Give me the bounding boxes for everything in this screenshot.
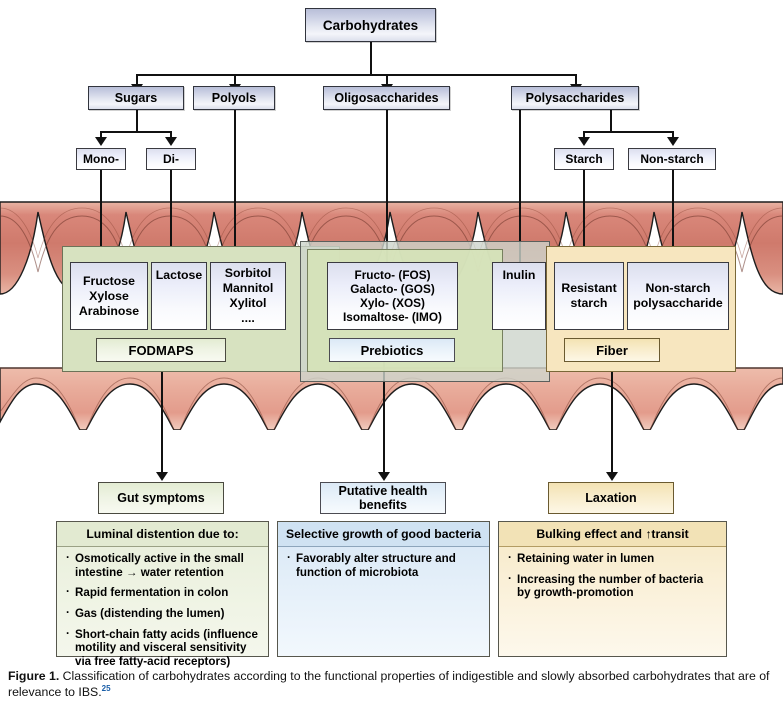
node-di[interactable]: Di- xyxy=(146,148,196,170)
connector-polysacch-bus xyxy=(583,131,673,133)
box-inulin[interactable]: Inulin xyxy=(492,262,546,330)
node-starch[interactable]: Starch xyxy=(554,148,614,170)
connector-starch-down xyxy=(583,170,585,262)
card-laxation-body: Retaining water in lumen Increasing the … xyxy=(499,547,726,611)
list-item: Retaining water in lumen xyxy=(508,551,719,566)
arrowhead-mono xyxy=(95,137,107,146)
connector-polysacch-stem xyxy=(610,110,612,131)
connector-mono-down xyxy=(100,170,102,262)
box-lactose-label: Lactose xyxy=(155,268,203,282)
connector-inulin-down xyxy=(519,110,521,262)
box-oligosaccharide-types-label: Fructo- (FOS) Galacto- (GOS) Xylo- (XOS)… xyxy=(343,267,442,325)
card-putative-health-benefits: Selective growth of good bacteria Favora… xyxy=(277,521,490,657)
node-oligosaccharides-label: Oligosaccharides xyxy=(334,91,439,105)
figure-caption: Figure 1. Classification of carbohydrate… xyxy=(8,668,776,701)
box-fiber[interactable]: Fiber xyxy=(564,338,660,362)
node-carbohydrates-label: Carbohydrates xyxy=(322,17,419,33)
box-inulin-label: Inulin xyxy=(502,268,536,282)
box-prebiotics-label: Prebiotics xyxy=(360,342,424,358)
arrowhead-putative-benefits xyxy=(378,472,390,481)
box-fodmaps[interactable]: FODMAPS xyxy=(96,338,226,362)
box-fodmaps-label: FODMAPS xyxy=(128,342,194,358)
box-putative-health-benefits-label: Putative health benefits xyxy=(338,483,428,512)
connector-oligos-down xyxy=(386,110,388,262)
connector-sugars-bus xyxy=(100,131,172,133)
figure-caption-label: Figure 1. xyxy=(8,669,60,683)
box-lactose[interactable]: Lactose xyxy=(151,262,207,330)
connector-to-polyols xyxy=(234,74,236,86)
box-laxation[interactable]: Laxation xyxy=(548,482,674,514)
box-sorbitol-group-label: Sorbitol Mannitol Xylitol .... xyxy=(222,266,274,325)
card-laxation-list: Retaining water in lumen Increasing the … xyxy=(508,551,719,600)
card-gut-symptoms-header: Luminal distention due to: xyxy=(57,522,268,547)
node-non-starch-label: Non-starch xyxy=(640,152,704,166)
list-item: Short-chain fatty acids (influence motil… xyxy=(66,627,261,669)
node-polyols[interactable]: Polyols xyxy=(193,86,275,110)
connector-to-nonstarch xyxy=(672,131,674,139)
list-item: Gas (distending the lumen) xyxy=(66,606,261,621)
arrowhead-starch xyxy=(578,137,590,146)
node-di-label: Di- xyxy=(163,152,179,166)
connector-sugars-stem xyxy=(136,110,138,131)
connector-polyols-down xyxy=(234,110,236,262)
figure-caption-reference: 25 xyxy=(101,684,111,694)
node-carbohydrates[interactable]: Carbohydrates xyxy=(305,8,436,42)
connector-to-mono xyxy=(100,131,102,139)
arrowhead-laxation xyxy=(606,472,618,481)
box-fiber-label: Fiber xyxy=(596,342,628,358)
node-polysaccharides[interactable]: Polysaccharides xyxy=(511,86,639,110)
box-prebiotics[interactable]: Prebiotics xyxy=(329,338,455,362)
connector-to-oligosaccharides xyxy=(386,74,388,86)
box-fructose-group-label: Fructose Xylose Arabinose xyxy=(78,273,140,318)
box-laxation-label: Laxation xyxy=(585,491,637,505)
arrowhead-di xyxy=(165,137,177,146)
node-sugars-label: Sugars xyxy=(114,91,158,105)
connector-to-polysaccharides xyxy=(575,74,577,86)
arrowhead-gut-symptoms xyxy=(156,472,168,481)
box-fructose-group[interactable]: Fructose Xylose Arabinose xyxy=(70,262,148,330)
card-laxation: Bulking effect and ↑transit Retaining wa… xyxy=(498,521,727,657)
connector-prebiotics-down xyxy=(383,360,385,475)
connector-di-down xyxy=(170,170,172,262)
card-gut-symptoms-body: Osmotically active in the small intestin… xyxy=(57,547,268,680)
card-laxation-header: Bulking effect and ↑transit xyxy=(499,522,726,547)
figure-caption-text: Classification of carbohydrates accordin… xyxy=(8,669,770,700)
box-putative-health-benefits[interactable]: Putative health benefits xyxy=(320,482,446,514)
box-oligosaccharide-types[interactable]: Fructo- (FOS) Galacto- (GOS) Xylo- (XOS)… xyxy=(327,262,458,330)
node-mono[interactable]: Mono- xyxy=(76,148,126,170)
box-resistant-starch[interactable]: Resistant starch xyxy=(554,262,624,330)
connector-root-bus xyxy=(136,74,576,76)
card-putative-health-benefits-header: Selective growth of good bacteria xyxy=(278,522,489,547)
node-oligosaccharides[interactable]: Oligosaccharides xyxy=(323,86,450,110)
node-starch-label: Starch xyxy=(565,152,603,166)
box-gut-symptoms-label: Gut symptoms xyxy=(117,491,205,505)
node-polyols-label: Polyols xyxy=(211,91,257,105)
box-gut-symptoms[interactable]: Gut symptoms xyxy=(98,482,224,514)
connector-to-sugars xyxy=(136,74,138,86)
box-resistant-starch-label: Resistant starch xyxy=(561,281,617,310)
list-item: Favorably alter structure and function o… xyxy=(287,551,482,579)
node-non-starch[interactable]: Non-starch xyxy=(628,148,716,170)
connector-fiber-down xyxy=(611,360,613,475)
arrowhead-nonstarch xyxy=(667,137,679,146)
box-sorbitol-group[interactable]: Sorbitol Mannitol Xylitol .... xyxy=(210,262,286,330)
connector-fodmaps-down xyxy=(161,360,163,475)
connector-to-starch xyxy=(583,131,585,139)
list-item: Osmotically active in the small intestin… xyxy=(66,551,261,579)
card-gut-symptoms: Luminal distention due to: Osmotically a… xyxy=(56,521,269,668)
list-item: Rapid fermentation in colon xyxy=(66,585,261,600)
card-putative-health-benefits-body: Favorably alter structure and function o… xyxy=(278,547,489,590)
box-non-starch-polysaccharide[interactable]: Non-starch polysaccharide xyxy=(627,262,729,330)
node-sugars[interactable]: Sugars xyxy=(88,86,184,110)
connector-nonstarch-down xyxy=(672,170,674,262)
list-item: Increasing the number of bacteria by gro… xyxy=(508,572,719,600)
card-putative-health-benefits-list: Favorably alter structure and function o… xyxy=(287,551,482,579)
connector-root-stem xyxy=(370,42,372,74)
card-gut-symptoms-list: Osmotically active in the small intestin… xyxy=(66,551,261,669)
connector-to-di xyxy=(170,131,172,139)
box-non-starch-polysaccharide-label: Non-starch polysaccharide xyxy=(633,281,723,310)
node-polysaccharides-label: Polysaccharides xyxy=(525,91,625,105)
node-mono-label: Mono- xyxy=(83,152,119,166)
